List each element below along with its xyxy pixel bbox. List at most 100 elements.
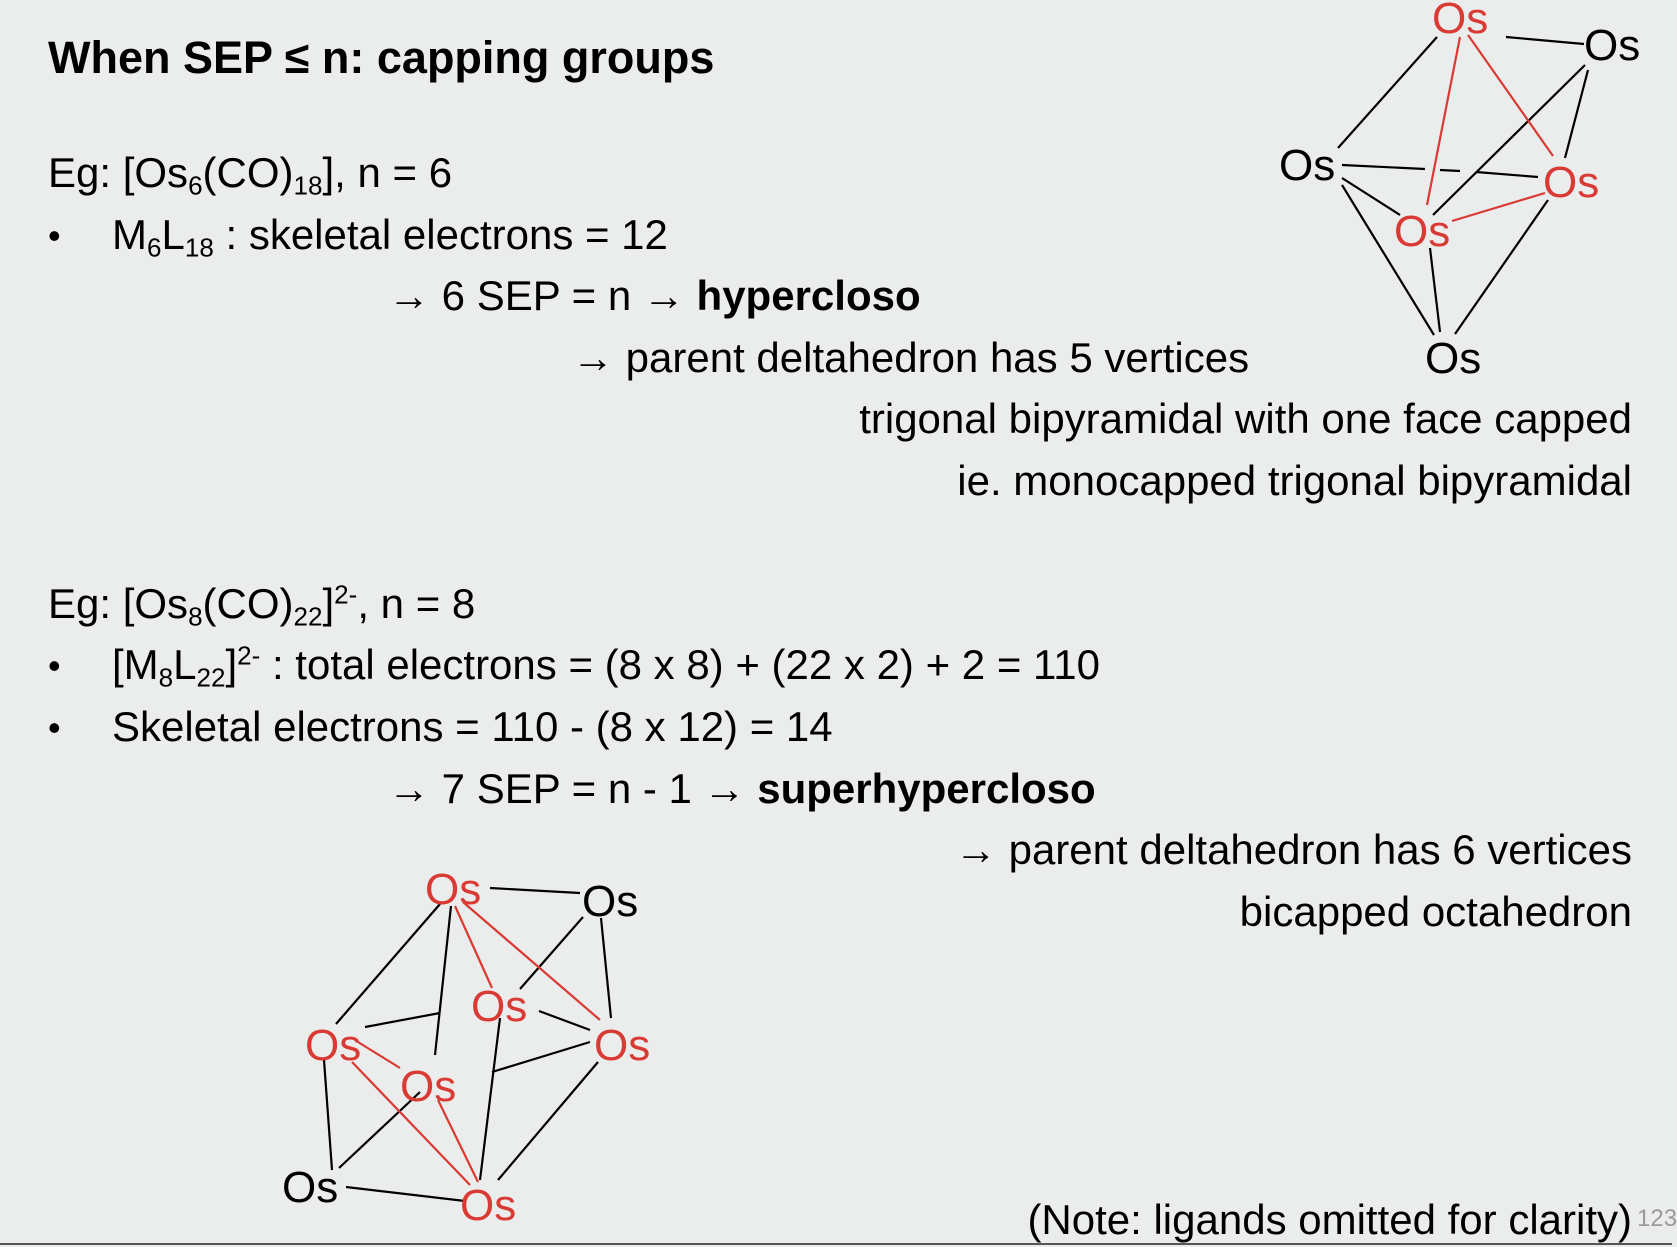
os-atom: Os (282, 1163, 338, 1212)
charge-sup: 2- (237, 640, 261, 671)
bond (599, 917, 613, 1019)
example2-sep-line: → 7 SEP = n - 1 → superhypercloso (388, 768, 1096, 810)
os-atom-cap: Os (1432, 0, 1488, 43)
eg2-sub1: 8 (188, 601, 203, 632)
bond (322, 1059, 334, 1171)
example2-parent-line: → parent deltahedron has 6 vertices (954, 826, 1632, 873)
bond-cap (453, 905, 494, 989)
bond (1505, 35, 1585, 46)
atoms-2: Os Os Os Os Os Os Os Os (282, 865, 650, 1230)
eg1-sub2: 18 (293, 170, 323, 201)
bond (497, 1061, 599, 1181)
os-atom-red: Os (1543, 158, 1599, 207)
m-symbol: M (112, 211, 147, 258)
bond-cap (1467, 34, 1554, 157)
bond-cap (437, 1099, 479, 1183)
bullet: • (48, 645, 61, 686)
eg2-sup: 2- (334, 579, 358, 610)
bond (1563, 69, 1590, 159)
bonds-1 (1337, 34, 1590, 336)
bond (335, 903, 441, 1025)
close-bracket: ] (225, 641, 238, 688)
os-atom: Os (1584, 21, 1640, 70)
example1-sep-line: → 6 SEP = n → hypercloso (388, 275, 921, 317)
example2-bullet1: [M8L22]2- : total electrons = (8 x 8) + … (112, 640, 1100, 691)
os-atom-red: Os (594, 1021, 650, 1070)
sep-bold: superhypercloso (757, 765, 1096, 812)
m-sub: 8 (158, 662, 174, 693)
example1-shape-line: trigonal bipyramidal with one face cappe… (859, 395, 1632, 442)
bond-cap (351, 1061, 471, 1186)
sep-bold: hypercloso (696, 272, 921, 319)
l-sub: 18 (184, 232, 214, 263)
eg2-suffix: , n = 8 (357, 580, 476, 627)
bond (1428, 247, 1442, 333)
bond (1341, 163, 1426, 171)
example2-shape-line: bicapped octahedron (1239, 888, 1632, 935)
bond-cap (1451, 191, 1546, 223)
bonds-2 (322, 886, 613, 1203)
bond (1439, 168, 1461, 173)
slide-title: When SEP ≤ n: capping groups (48, 32, 715, 83)
example2-heading: Eg: [Os8(CO)22]2-, n = 8 (48, 579, 476, 630)
example1-heading: Eg: [Os6(CO)18], n = 6 (48, 149, 453, 199)
bullet: • (48, 707, 61, 748)
bond-cap (357, 1041, 401, 1069)
example1-parent-line: → parent deltahedron has 5 vertices (572, 334, 1250, 381)
m-sub: 6 (147, 232, 162, 263)
bond (1432, 64, 1586, 216)
bond (1454, 199, 1549, 335)
bond (1341, 184, 1435, 336)
os-atom-red: Os (1394, 207, 1450, 256)
eg2-close: ] (322, 580, 335, 627)
bond (491, 1040, 591, 1074)
example2-bullet2: Skeletal electrons = 110 - (8 x 12) = 14 (112, 703, 833, 750)
os-atom-red: Os (425, 865, 481, 914)
eg1-mid: (CO) (202, 149, 294, 196)
bond-cap (1425, 36, 1462, 206)
bullet1-rest: : total electrons = (8 x 8) + (22 x 2) +… (260, 641, 1100, 688)
bond (489, 886, 581, 895)
bond (1475, 170, 1539, 179)
bond (478, 1017, 502, 1181)
os-atom: Os (1279, 141, 1335, 190)
bottom-rule (0, 1243, 1672, 1245)
footnote: (Note: ligands omitted for clarity) (1027, 1196, 1632, 1243)
bond (338, 1091, 421, 1169)
os-atom-red: Os (471, 982, 527, 1031)
bond (1341, 177, 1401, 216)
bond (1337, 36, 1438, 149)
bullet: • (48, 215, 61, 256)
os-atom: Os (1425, 334, 1481, 383)
bond (519, 916, 584, 990)
bond-cap (462, 901, 601, 1021)
eg1-prefix: Eg: [Os (48, 149, 189, 196)
bond (345, 1185, 466, 1203)
open-bracket: [M (112, 641, 159, 688)
bond (433, 905, 453, 1056)
l-symbol: L (173, 641, 197, 688)
os-atom-red: Os (400, 1062, 456, 1111)
bond (364, 1011, 441, 1029)
sep-text: → 7 SEP = n - 1 → (388, 765, 758, 812)
bond (538, 1009, 591, 1032)
example1-ie-line: ie. monocapped trigonal bipyramidal (957, 457, 1632, 504)
os-atom-red: Os (460, 1181, 516, 1230)
eg2-prefix: Eg: [Os (48, 580, 189, 627)
atoms-1: Os Os Os Os Os Os (1279, 0, 1640, 383)
os-atom-red: Os (305, 1021, 361, 1070)
bullet1-rest: : skeletal electrons = 12 (213, 211, 668, 258)
page-number: 123 (1637, 1205, 1677, 1232)
l-symbol: L (161, 211, 185, 258)
eg1-suffix: ], n = 6 (322, 149, 453, 196)
eg2-mid: (CO) (202, 580, 294, 627)
example1-bullet1: M6L18 : skeletal electrons = 12 (112, 211, 668, 261)
eg1-sub1: 6 (188, 170, 203, 201)
os-atom: Os (582, 877, 638, 926)
l-sub: 22 (196, 662, 226, 693)
sep-text: → 6 SEP = n → (388, 272, 697, 319)
eg2-sub2: 22 (293, 601, 323, 632)
